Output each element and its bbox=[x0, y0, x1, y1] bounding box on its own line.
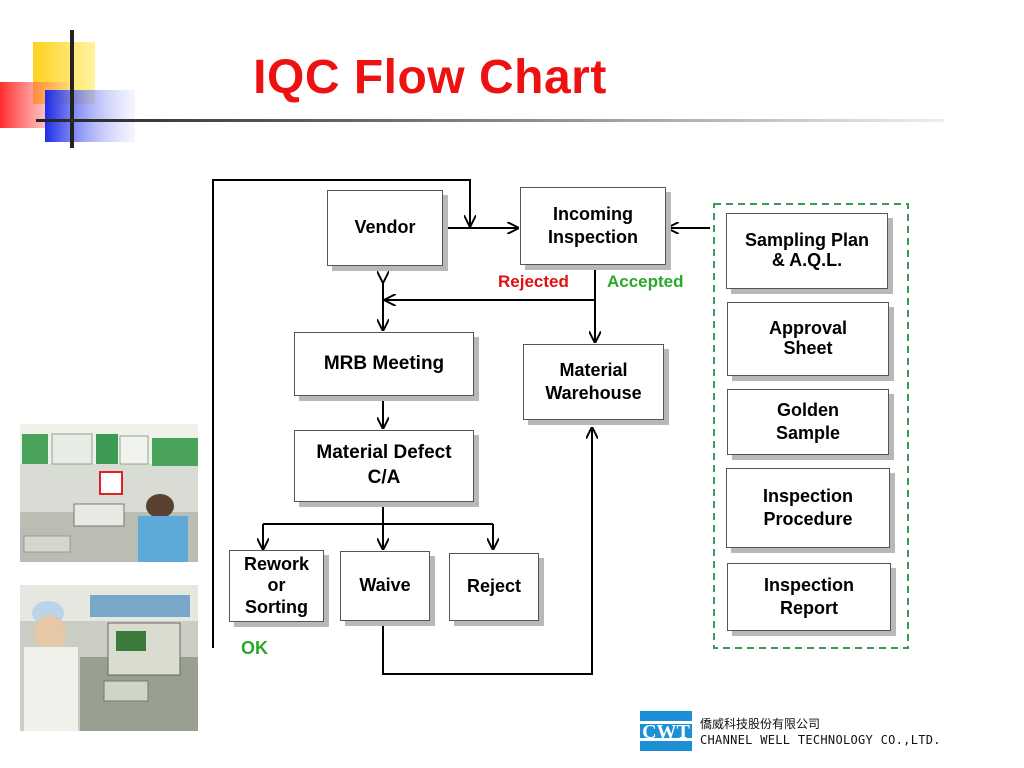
ok-label: OK bbox=[241, 638, 268, 658]
vendor-box: Vendor bbox=[327, 190, 443, 266]
rework-box: Rework or Sorting bbox=[229, 550, 324, 622]
accepted-label: Accepted bbox=[607, 272, 684, 291]
page-title: IQC Flow Chart bbox=[253, 51, 607, 104]
incoming-inspection-box: Incoming Inspection bbox=[520, 187, 666, 265]
corner-decoration bbox=[0, 30, 944, 148]
approval-sheet-box: Approval Sheet bbox=[727, 302, 889, 376]
references-dashed-group bbox=[713, 203, 909, 649]
mrb-meeting-box: MRB Meeting bbox=[294, 332, 474, 396]
material-warehouse-box: Material Warehouse bbox=[523, 344, 664, 420]
inspection-report-box: Inspection Report bbox=[727, 563, 891, 631]
sampling-plan-box: Sampling Plan & A.Q.L. bbox=[726, 213, 888, 289]
reject-box: Reject bbox=[449, 553, 539, 621]
inspection-procedure-box: Inspection Procedure bbox=[726, 468, 890, 548]
company-name-chinese: 僑威科技股份有限公司 bbox=[700, 717, 821, 731]
waive-box: Waive bbox=[340, 551, 430, 621]
rejected-label: Rejected bbox=[498, 272, 569, 291]
factory-photo-top bbox=[20, 424, 198, 562]
company-logo: CWT bbox=[640, 711, 692, 751]
golden-sample-box: Golden Sample bbox=[727, 389, 889, 455]
logo-text: CWT bbox=[642, 721, 690, 743]
loop-arrow bbox=[212, 179, 470, 648]
material-defect-box: Material Defect C/A bbox=[294, 430, 474, 502]
waive-to-warehouse-arrow bbox=[382, 428, 592, 675]
company-name-english: CHANNEL WELL TECHNOLOGY CO.,LTD. bbox=[700, 733, 941, 747]
factory-photo-bottom bbox=[20, 585, 198, 731]
